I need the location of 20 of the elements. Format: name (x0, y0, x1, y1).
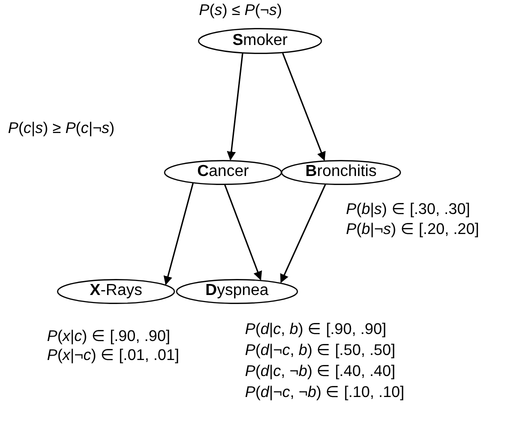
probability-formula: P(b|s) ∈ [.30, .30] (346, 201, 472, 219)
probability-formula: P(c|s) ≥ P(c|¬s) (8, 120, 115, 138)
probability-formula: P(d|c, ¬b) ∈ [.40, .40] (245, 363, 396, 381)
arrow (280, 184, 326, 284)
probability-formula: P(x|c) ∈ [.90, .90] (47, 328, 172, 346)
probability-formula: P(d|¬c, b) ∈ [.50, .50] (245, 342, 396, 360)
node-label: Smoker (232, 32, 288, 50)
probability-formula: P(d|c, b) ∈ [.90, .90] (245, 321, 388, 339)
probability-formula: P(b|¬s) ∈ [.20, .20] (346, 221, 480, 239)
probability-formula: P(s) ≤ P(¬s) (199, 2, 282, 20)
node-label: Cancer (197, 163, 249, 181)
node-label: Bronchitis (305, 163, 377, 181)
node-label: Dyspnea (205, 282, 269, 300)
arrow (282, 52, 326, 161)
arrow (226, 53, 244, 160)
probability-formula: P(d|¬c, ¬b) ∈ [.10, .10] (245, 384, 404, 402)
arrow (164, 182, 194, 286)
probability-formula: P(x|¬c) ∈ [.01, .01] (47, 347, 180, 365)
arrow (224, 184, 262, 280)
node-label: X-Rays (90, 282, 142, 300)
